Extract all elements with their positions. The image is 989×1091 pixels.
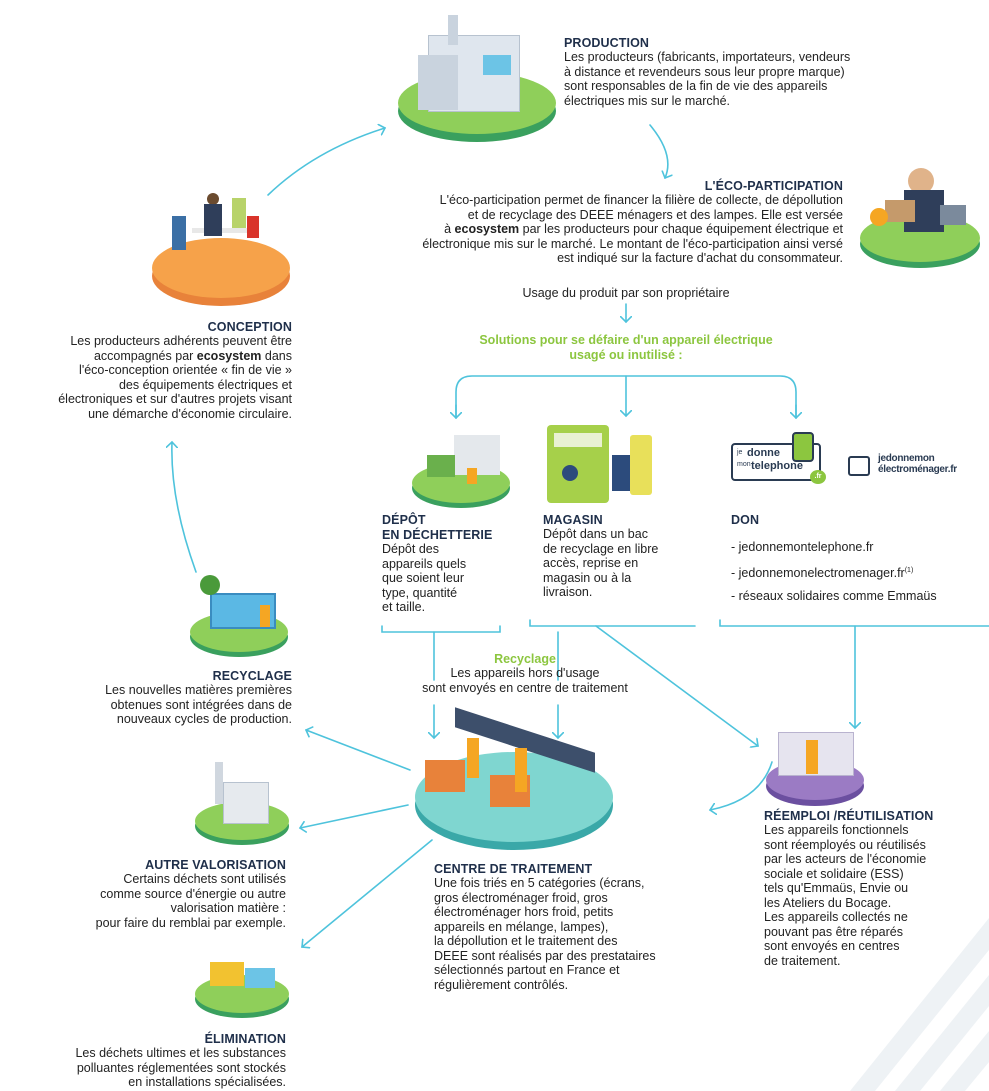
conception-block: CONCEPTION Les producteurs adhérents peu…	[0, 320, 292, 421]
eco-participation-title: L'ÉCO-PARTICIPATION	[704, 179, 843, 193]
conception-text-line: l'éco-conception orientée « fin de vie »	[79, 363, 292, 377]
line-magasin	[529, 619, 696, 627]
don-item-electromenager: - jedonnemonelectromenager.fr(1)	[731, 565, 914, 580]
magasin-title: MAGASIN	[543, 513, 603, 527]
reemploi-title: RÉEMPLOI /RÉUTILISATION	[764, 809, 934, 823]
production-title: PRODUCTION	[564, 36, 650, 50]
don-item-telephone: - jedonnemontelephone.fr	[731, 540, 874, 554]
don-block: DON - jedonnemontelephone.fr - jedonnemo…	[731, 513, 989, 604]
magasin-block: MAGASIN Dépôt dans un bac de recyclage e…	[543, 513, 703, 600]
conception-text-line: accompagnés par ecosystem dans	[93, 348, 292, 363]
eco-text-line: à ecosystem par les producteurs pour cha…	[444, 222, 843, 236]
depot-text-line: que soient leur	[382, 571, 465, 585]
magasin-text-line: livraison.	[543, 585, 593, 599]
reemploi-block: RÉEMPLOI /RÉUTILISATION Les appareils fo…	[764, 809, 984, 968]
appliance-icon	[848, 456, 870, 476]
eco-text-line: L'éco-participation permet de financer l…	[439, 193, 843, 207]
usage-label: Usage du produit par son propriétaire	[522, 286, 730, 300]
arrow-production-eco	[649, 124, 668, 178]
production-block: PRODUCTION Les producteurs (fabricants, …	[564, 36, 924, 108]
arrow-reemploi-centre	[710, 761, 773, 810]
arrow-centre-elimination	[302, 839, 433, 947]
production-text-line: électriques mis sur le marché.	[564, 93, 731, 108]
centre-block: CENTRE DE TRAITEMENT Une fois triés en 5…	[434, 862, 714, 992]
conception-text-line: électroniques et sur d'autres projets vi…	[58, 392, 292, 406]
recyclage-flow-title: Recyclage	[494, 652, 556, 666]
eco-text-line: et de recyclage des DEEE ménagers et des…	[467, 207, 843, 222]
autre-valorisation-block: AUTRE VALORISATION Certains déchets sont…	[20, 858, 286, 930]
phone-icon	[792, 432, 814, 462]
centre-title: CENTRE DE TRAITEMENT	[434, 862, 593, 876]
depot-block: DÉPÔT EN DÉCHETTERIE Dépôt des appareils…	[382, 513, 512, 615]
depot-text-line: appareils quels	[382, 556, 467, 571]
production-text-line: Les producteurs (fabricants, importateur…	[564, 50, 851, 64]
arrow-recyclage-conception	[172, 442, 197, 573]
line-don	[719, 619, 989, 627]
conception-text-line: des équipements électriques et	[118, 377, 292, 392]
production-text-line: sont responsables de la fin de vie des a…	[564, 79, 828, 93]
logo-fr-badge: .fr	[810, 470, 826, 484]
ecosystem-brand: ecosystem	[196, 348, 262, 363]
magasin-illustration	[542, 425, 672, 507]
depot-illustration	[412, 430, 512, 510]
conception-illustration	[152, 188, 292, 313]
ecosystem-brand: ecosystem	[454, 222, 520, 236]
jedonnemonelectromenager-logo: jedonnemon électroménager.fr	[848, 452, 988, 480]
elimination-title: ÉLIMINATION	[204, 1032, 286, 1046]
reemploi-illustration	[766, 722, 866, 807]
depot-text-line: type, quantité	[382, 585, 458, 600]
recyclage-illustration	[190, 575, 290, 660]
arrow-centre-autre	[300, 804, 409, 828]
depot-text-line: et taille.	[382, 600, 426, 614]
eco-text-line: est indiqué sur la facture d'achat du co…	[557, 251, 843, 265]
autre-valorisation-illustration	[195, 762, 290, 847]
depot-title: DÉPÔT EN DÉCHETTERIE	[382, 513, 493, 542]
magasin-text-line: accès, reprise en	[543, 556, 639, 570]
recyclage-flow-block: Recyclage Les appareils hors d'usage son…	[390, 652, 660, 695]
don-title: DON	[731, 513, 760, 527]
magasin-text-line: de recyclage en libre	[543, 541, 659, 556]
solutions-heading: Solutions pour se défaire d'un appareil …	[479, 333, 773, 362]
production-text-line: à distance et revendeurs sous leur propr…	[564, 64, 845, 79]
centre-illustration	[415, 700, 615, 855]
arrow-magasin-reemploi	[595, 625, 758, 746]
magasin-text-line: magasin ou à la	[543, 570, 632, 585]
eco-text-line: électronique mis sur le marché. Le monta…	[422, 236, 843, 251]
line-depot-right	[381, 625, 501, 633]
eco-participation-illustration	[860, 160, 985, 275]
recyclage-block: RECYCLAGE Les nouvelles matières premièr…	[20, 669, 292, 727]
conception-title: CONCEPTION	[207, 320, 292, 334]
arrow-centre-recyclage	[306, 730, 411, 771]
elimination-block: ÉLIMINATION Les déchets ultimes et les s…	[10, 1032, 286, 1090]
magasin-text-line: Dépôt dans un bac	[543, 527, 648, 541]
conception-text-line: une démarche d'économie circulaire.	[88, 406, 292, 421]
conception-text-line: Les producteurs adhérents peuvent être	[70, 334, 292, 348]
arrow-conception-production	[267, 128, 385, 196]
autre-valorisation-title: AUTRE VALORISATION	[145, 858, 286, 872]
eco-participation-block: L'ÉCO-PARTICIPATION L'éco-participation …	[330, 179, 843, 266]
elimination-illustration	[195, 940, 290, 1020]
don-item-reseaux: - réseaux solidaires comme Emmaüs	[731, 589, 937, 604]
production-illustration	[398, 10, 558, 150]
recyclage-title: RECYCLAGE	[212, 669, 292, 683]
depot-text-line: Dépôt des	[382, 542, 439, 556]
